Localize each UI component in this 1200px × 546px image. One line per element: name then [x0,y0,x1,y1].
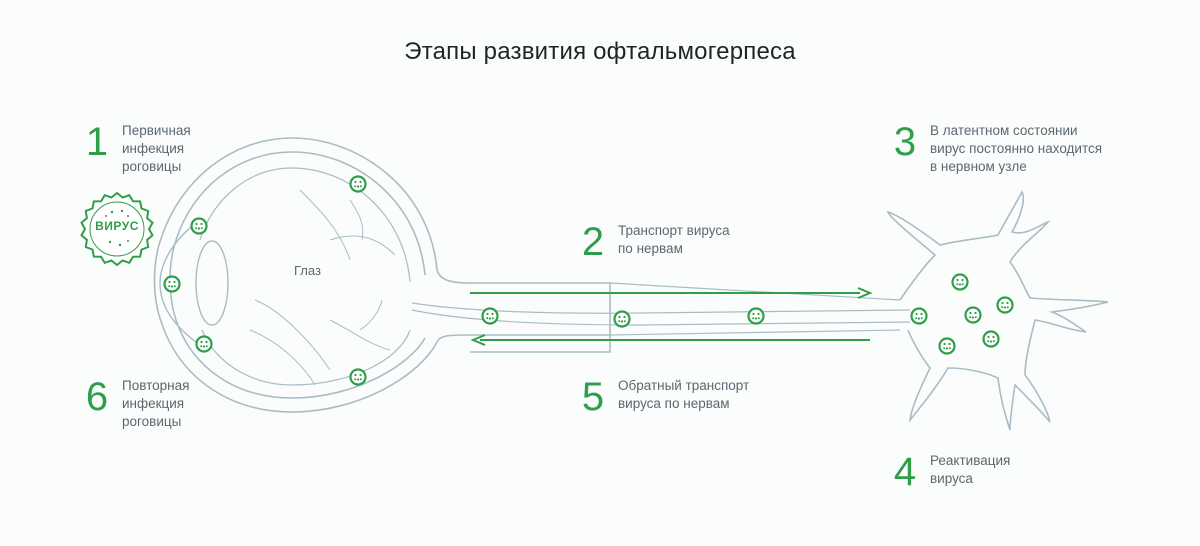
step-4-text: Реактивация вируса [930,453,1011,486]
virus-particle-icon [349,175,367,193]
step-4: 4 Реактивация вируса [890,452,1010,492]
step-6-number: 6 [85,375,109,419]
virus-particle-icon [190,217,208,235]
step-6: 6 Повторная инфекция роговицы [82,375,190,431]
virus-particle-icon [982,330,1000,348]
step-1: 1 Первичная инфекция роговицы [82,122,191,176]
step-5-number: 5 [581,375,605,419]
step-3-text: В латентном состоянии вирус постоянно на… [930,123,1103,174]
virus-particle-icon [951,273,969,291]
virus-particle-icon [910,307,928,325]
virus-badge-icon [80,191,154,267]
eye-retina [199,167,411,283]
step-1-number: 1 [85,120,109,164]
eye-outer-outline [153,137,438,413]
virus-particle-icon [964,306,982,324]
step-3-number: 3 [893,120,917,164]
virus-particle-icon [613,310,631,328]
eye-illustration [153,137,438,413]
step-3: 3 В латентном состоянии вирус постоянно … [890,122,1102,176]
virus-badge-label: ВИРУС [95,219,139,233]
neuron-body [886,190,1109,431]
eye-lens [195,240,229,326]
virus-particle-icon [195,335,213,353]
eye-inner-outline [169,151,426,399]
step-2: 2 Транспорт вируса по нервам [578,222,730,262]
virus-particle-icon [938,337,956,355]
transport-arrow-forward [470,287,873,299]
virus-particle-icon [349,368,367,386]
virus-particle-icon [163,275,181,293]
step-2-number: 2 [581,220,605,264]
step-5-text: Обратный транспорт вируса по нервам [618,378,750,411]
step-6-text: Повторная инфекция роговицы [122,378,190,429]
transport-arrow-back [470,334,870,346]
eye-cornea [159,219,201,346]
virus-particle-icon [747,307,765,325]
step-1-text: Первичная инфекция роговицы [122,123,191,174]
virus-particle-icon [996,296,1014,314]
eye-label: Глаз [294,263,321,278]
step-2-text: Транспорт вируса по нервам [618,223,730,256]
step-4-number: 4 [893,450,917,494]
step-5: 5 Обратный транспорт вируса по нервам [578,377,749,417]
virus-particle-icon [481,307,499,325]
diagram-title: Этапы развития офтальмогерпеса [404,38,796,65]
